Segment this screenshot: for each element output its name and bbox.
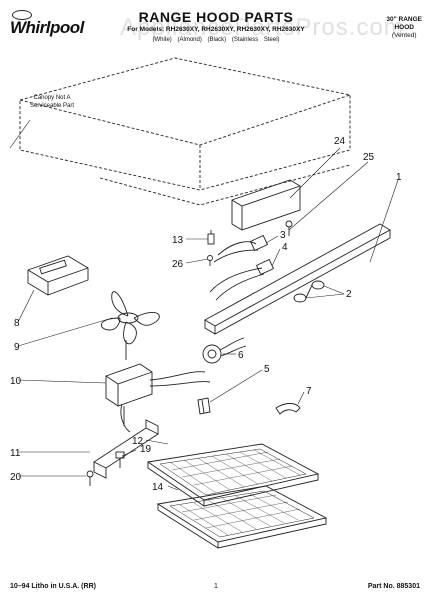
part-24-bracket xyxy=(231,179,301,231)
part-25-screw xyxy=(285,220,293,236)
size-sub: HOOD xyxy=(394,24,414,31)
callout-9: 9 xyxy=(14,342,20,353)
part-13-clip xyxy=(207,230,215,245)
finish-black: (Black) xyxy=(207,37,227,43)
callout-labels: 24 25 1 13 3 4 26 2 8 9 6 10 5 7 11 12 1… xyxy=(10,136,402,493)
footer-part-number: Part No. 885301 xyxy=(367,583,420,590)
callout-25: 25 xyxy=(363,152,375,163)
callout-6: 6 xyxy=(238,350,244,361)
canopy-note: Canopy Not A Serviceable Part xyxy=(30,94,74,110)
part-8-box xyxy=(27,255,89,296)
footer-page-number: 1 xyxy=(214,583,218,590)
callout-10: 10 xyxy=(10,376,22,387)
page-title: RANGE HOOD PARTS xyxy=(138,9,294,25)
canopy-outline xyxy=(19,57,351,206)
callout-3: 3 xyxy=(280,230,286,241)
callout-14: 14 xyxy=(152,482,164,493)
callout-4: 4 xyxy=(282,242,288,253)
footer-litho: 10–94 Litho in U.S.A. (RR) xyxy=(10,583,96,590)
size-title: 30" RANGE xyxy=(386,16,422,23)
part-20-screw xyxy=(86,470,94,486)
part-7-clip xyxy=(275,403,301,415)
brand-logo: Whirlpool xyxy=(10,18,84,37)
callout-20: 20 xyxy=(10,472,22,483)
model-list: For Models: RH2630XY, RH2630XY, RH2630XY… xyxy=(127,26,305,33)
hood-size-label: 30" RANGE HOOD (Vented) xyxy=(386,16,422,40)
part-3-switch xyxy=(249,234,269,252)
callout-24: 24 xyxy=(334,136,346,147)
callout-2: 2 xyxy=(346,289,352,300)
brand-emblem-icon xyxy=(12,10,32,20)
finish-stainless: (Stainless Steel) xyxy=(231,37,280,43)
part-1-rail xyxy=(204,223,391,335)
canopy-note-line2: Serviceable Part xyxy=(30,103,75,109)
part-26-screw xyxy=(207,255,213,266)
watermark: AppliancePartsPros.com xyxy=(120,14,405,41)
part-2-socket xyxy=(293,280,325,303)
callout-19: 19 xyxy=(140,444,152,455)
part-19-nut xyxy=(115,451,125,468)
callout-5: 5 xyxy=(264,364,270,375)
canopy-note-line1: Canopy Not A xyxy=(33,95,71,101)
size-note: (Vented) xyxy=(391,32,417,39)
finish-almond: (Almond) xyxy=(177,37,202,43)
callout-7: 7 xyxy=(306,386,312,397)
part-10-motor xyxy=(105,340,211,433)
part-14-filter-frame xyxy=(156,485,328,549)
filter-14-mesh xyxy=(179,493,301,536)
callout-13: 13 xyxy=(172,235,184,246)
callout-26: 26 xyxy=(172,259,184,270)
callout-12: 12 xyxy=(132,436,144,447)
callout-11: 11 xyxy=(10,448,21,459)
leader-lines xyxy=(9,119,399,491)
part-9-fan-blade xyxy=(101,291,160,345)
part-4-switch xyxy=(255,258,275,276)
finish-white: (White) xyxy=(152,37,172,43)
wire-harness xyxy=(209,241,265,301)
part-5-clip xyxy=(197,397,211,415)
part-12-filter xyxy=(146,443,320,507)
callout-1: 1 xyxy=(396,172,402,183)
part-6-capacitor xyxy=(202,337,247,364)
part-11-bracket xyxy=(93,419,159,479)
callout-8: 8 xyxy=(14,318,20,329)
filter-12-mesh xyxy=(169,449,301,494)
finish-list: (White) (Almond) (Black) (Stainless Stee… xyxy=(0,37,432,43)
